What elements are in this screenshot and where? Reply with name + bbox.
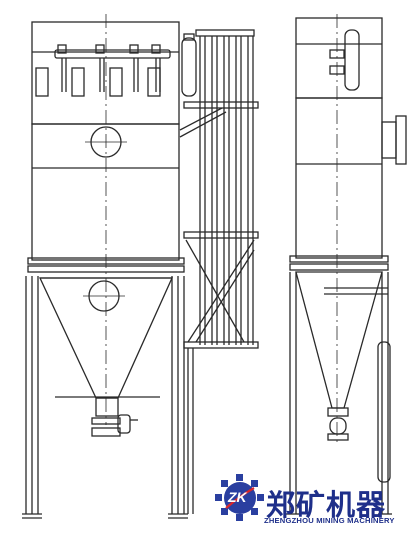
side-hopper xyxy=(295,271,383,409)
logo-mark-text: ZK xyxy=(228,489,247,505)
header-pipe xyxy=(54,49,171,59)
zk-logo-mark xyxy=(215,474,264,521)
discharge-valve xyxy=(95,397,119,417)
window xyxy=(35,67,49,97)
front-view xyxy=(22,14,188,519)
window xyxy=(71,67,85,97)
company-name-cn: 郑矿机器 xyxy=(266,488,387,522)
window xyxy=(147,67,161,97)
side-air-tank xyxy=(344,29,360,91)
front-top-box xyxy=(31,21,180,125)
company-name-en: ZHENGZHOU MINING MACHINERY xyxy=(264,516,395,525)
outlet-flange xyxy=(381,121,397,159)
pipe-bundle xyxy=(179,29,259,514)
air-tank xyxy=(181,37,197,97)
window xyxy=(109,67,123,97)
side-view xyxy=(286,14,407,515)
side-pipe xyxy=(377,341,391,483)
front-body xyxy=(31,123,180,261)
side-body xyxy=(295,97,383,259)
